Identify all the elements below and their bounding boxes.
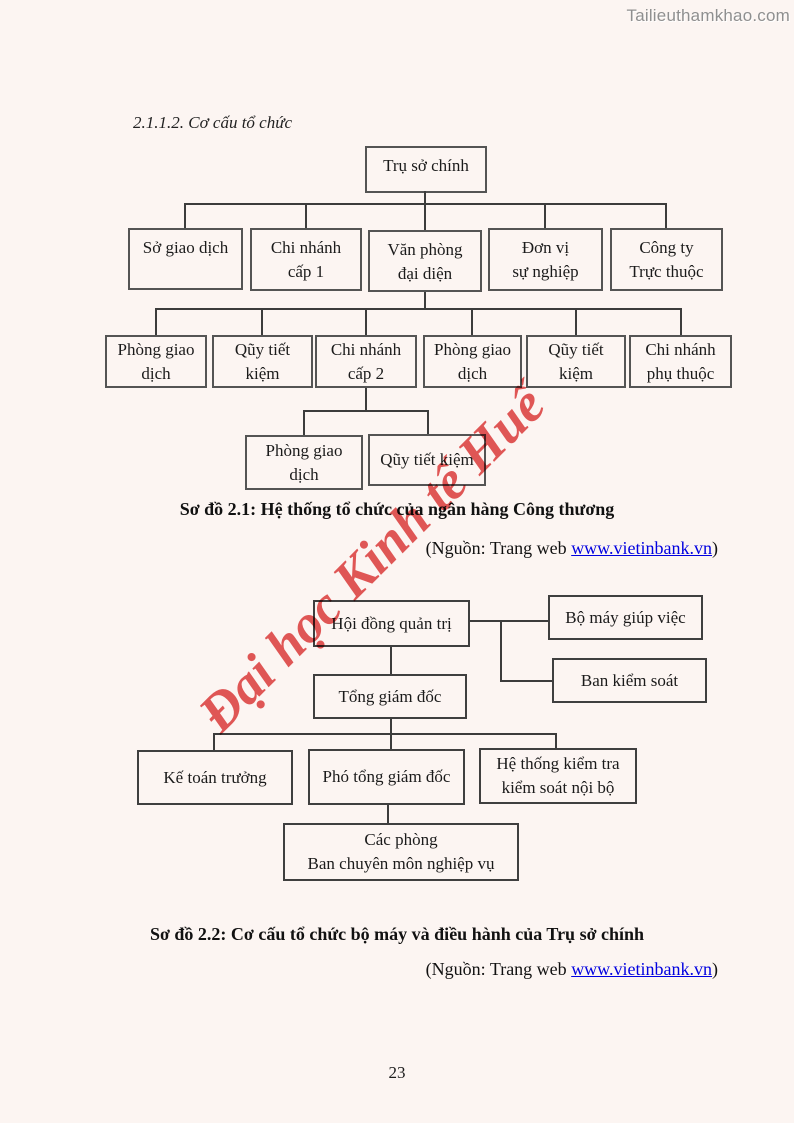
org1-box-label: Qũy tiết kiệm [234,339,291,383]
connector [261,308,263,335]
site-watermark: Tailieuthamkhao.com [626,6,790,25]
vietinbank-link[interactable]: www.vietinbank.vn [571,538,712,558]
org1-box-label: Sở giao dịch [142,238,229,257]
chart1-caption: Sơ đồ 2.1: Hệ thống tổ chức của ngân hàn… [179,499,615,519]
vietinbank-link[interactable]: www.vietinbank.vn [571,959,712,979]
page-number: 23 [388,1063,406,1082]
org1-box-phong-giao-dich-2: Phòng giao dịch [423,335,522,388]
connector [500,680,552,682]
connector [305,203,307,228]
org2-box-label: Các phòng Ban chuyên môn nghiệp vụ [307,830,495,873]
connector [544,203,546,228]
connector [680,308,682,335]
connector [213,733,215,750]
connector [424,203,426,230]
org2-box-cac-phong-ban: Các phòng Ban chuyên môn nghiệp vụ [283,823,519,881]
source-text: ) [712,538,718,558]
org1-box-quy-tiet-kiem-3: Qũy tiết kiệm [368,434,486,486]
org2-box-bo-may-giup-viec: Bộ máy giúp việc [548,595,703,640]
org2-box-hoi-dong-quan-tri: Hội đồng quản trị [313,600,470,647]
org1-box-quy-tiet-kiem-1: Qũy tiết kiệm [212,335,313,388]
connector [390,647,392,674]
chart2-caption: Sơ đồ 2.2: Cơ cấu tổ chức bộ máy và điều… [149,924,645,944]
connector [424,292,426,310]
connector [155,308,682,310]
org1-box-phong-giao-dich-3: Phòng giao dịch [245,435,363,490]
org2-box-label: Hệ thống kiểm tra kiểm soát nội bộ [496,754,620,797]
connector [470,620,548,622]
org1-box-label: Phòng giao dịch [117,339,195,383]
org1-box-label: Qũy tiết kiệm [548,339,604,383]
connector [365,388,367,412]
connector [390,719,392,735]
org1-box-label: Phòng giao dịch [434,339,511,383]
connector [471,308,473,335]
org1-box-label: Chi nhánh cấp 2 [330,339,402,383]
connector [303,410,305,435]
org1-box-cong-ty-truc-thuoc: Công ty Trực thuộc [610,228,723,291]
org1-box-chi-nhanh-cap-2: Chi nhánh cấp 2 [315,335,417,388]
connector [555,733,557,748]
org2-box-ke-toan-truong: Kế toán trưởng [137,750,293,805]
org1-box-label: Chi nhánh phụ thuộc [645,339,716,383]
org1-box-quy-tiet-kiem-2: Qũy tiết kiệm [526,335,626,388]
org1-box-so-giao-dich: Sở giao dịch [128,228,243,290]
connector [387,805,389,823]
connector [365,308,367,335]
org2-box-pho-tong-giam-doc: Phó tổng giám đốc [308,749,465,805]
org2-box-label: Phó tổng giám đốc [322,767,451,786]
connector [213,733,557,735]
org1-box-label: Văn phòng đại diện [387,240,463,283]
connector [500,620,502,682]
connector [575,308,577,335]
org1-box-label: Qũy tiết kiệm [380,450,474,469]
source-text: ) [712,959,718,979]
org1-box-label: Trụ sở chính [383,156,469,175]
org2-box-label: Hội đồng quản trị [331,613,452,633]
org1-box-label: Công ty Trực thuộc [629,238,704,281]
section-heading: 2.1.1.2. Cơ cấu tổ chức [133,113,293,132]
org2-box-ban-kiem-soat: Ban kiểm soát [552,658,707,703]
connector [184,203,186,228]
org2-box-tong-giam-doc: Tổng giám đốc [313,674,467,719]
org1-box-label: Chi nhánh cấp 1 [270,238,342,281]
org2-box-label: Tổng giám đốc [338,686,442,706]
org1-box-phong-giao-dich-1: Phòng giao dịch [105,335,207,388]
org1-box-tru-so-chinh: Trụ sở chính [365,146,487,193]
source-text: (Nguồn: Trang web [425,959,572,979]
org1-box-label: Phòng giao dịch [265,440,343,484]
org2-box-label: Bộ máy giúp việc [565,607,686,627]
connector [303,410,429,412]
org1-box-chi-nhanh-phu-thuoc: Chi nhánh phụ thuộc [629,335,732,388]
org1-box-don-vi-su-nghiep: Đơn vị sự nghiệp [488,228,603,291]
org2-box-label: Ban kiểm soát [580,670,679,690]
connector [665,203,667,228]
connector [155,308,157,335]
org1-box-van-phong-dai-dien: Văn phòng đại diện [368,230,482,292]
connector [427,410,429,434]
connector [390,733,392,749]
source-text: (Nguồn: Trang web [425,538,572,558]
chart2-source: (Nguồn: Trang web www.vietinbank.vn) [426,959,718,980]
org1-box-label: Đơn vị sự nghiệp [512,238,579,281]
connector [424,191,426,205]
chart1-source: (Nguồn: Trang web www.vietinbank.vn) [426,538,718,559]
org2-box-label: Kế toán trưởng [163,767,267,787]
org2-box-he-thong-kiem-tra: Hệ thống kiểm tra kiểm soát nội bộ [479,748,637,804]
org1-box-chi-nhanh-cap-1: Chi nhánh cấp 1 [250,228,362,291]
